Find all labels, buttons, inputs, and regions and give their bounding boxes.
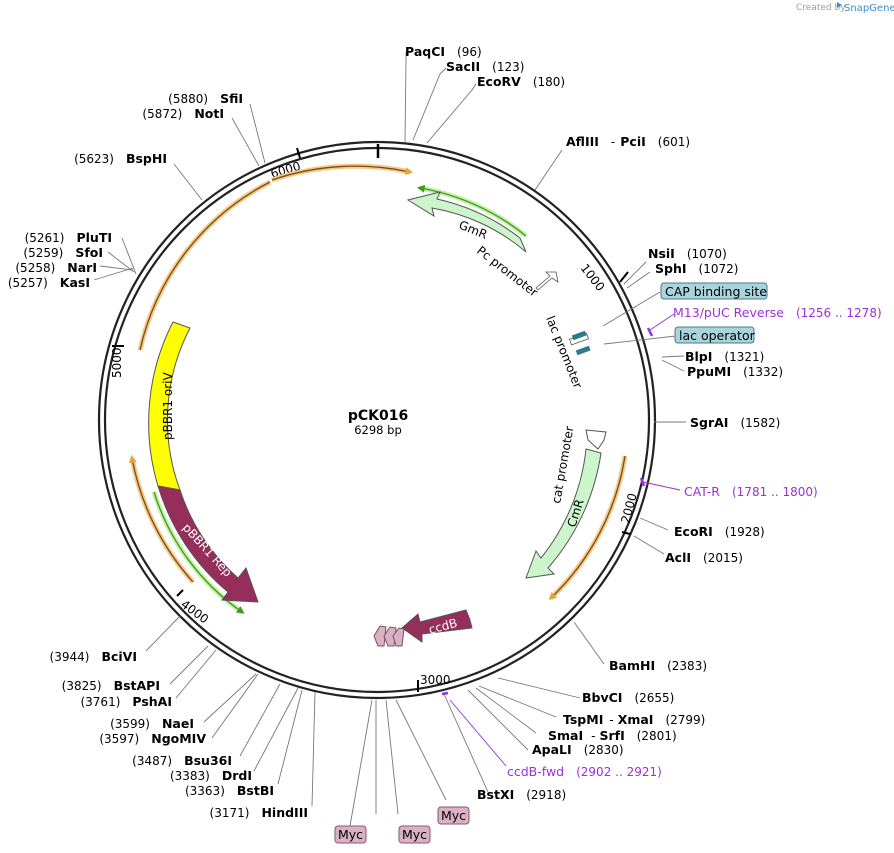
enzyme-label: (5259)SfoI [23,245,103,260]
myc-arrows [373,625,405,647]
tick-marks [112,147,631,692]
myc-label: Myc [402,827,427,842]
enzyme-label: (3599)NaeI [110,716,194,731]
tick-label: 1000 [578,261,608,294]
enzyme-label: (3597)NgoMIV [99,731,206,746]
enzyme-label: (5258)NarI [15,260,97,275]
enzyme-label: TspMI-XmaI(2799) [563,712,705,727]
lac-operator-box: lac operator [674,326,756,344]
enzyme-label: (3761)PshAI [80,694,172,709]
credit-brand: SnapGene [844,3,894,14]
lac-operator-label: lac operator [679,328,756,343]
enzyme-label: AclI(2015) [665,550,743,565]
enzyme-label: EcoRI(1928) [674,524,765,539]
plasmid-name: pCK016 [348,408,408,424]
enzyme-label: BstXI(2918) [477,787,566,802]
lac-promoter: lac promoter [543,314,591,390]
enzyme-label: SgrAI(1582) [690,415,780,430]
myc-box: Myc [334,825,367,844]
enzyme-label: NsiI(1070) [648,246,727,261]
pc-promoter: Pc promoter [474,243,559,300]
orf-arrows [129,163,628,601]
primer-marks [441,327,654,696]
enzyme-label: (3825)BstAPI [62,678,160,693]
myc-box: Myc [398,825,431,844]
enzyme-label: (5872)NotI [142,106,224,121]
enzyme-label: SacII(123) [446,59,524,74]
enzyme-label: (5623)BspHI [74,151,167,166]
enzyme-label: BamHI(2383) [609,658,707,673]
myc-box: Myc [437,806,470,825]
myc-label: Myc [441,808,466,823]
enzyme-label: (3383)DrdI [170,768,252,783]
pbbr1-oriv-feature[interactable]: pBBR1 oriV [148,321,191,491]
myc-leaders [349,699,373,827]
orf-arrows-green [151,184,528,615]
pbbr1-oriv-label: pBBR1 oriV [161,372,175,440]
cap-binding-site-label: CAP binding site [665,284,767,299]
primer-label: CAT-R(1781 .. 1800) [684,484,818,499]
enzyme-label: PpuMI(1332) [687,364,783,379]
ccdb-feature[interactable]: ccdB [401,609,473,643]
primer-label: ccdB-fwd(2902 .. 2921) [507,764,662,779]
enzyme-label: (5880)SfiI [168,91,243,106]
enzyme-label: (3487)Bsu36I [132,753,232,768]
plasmid-length: 6298 bp [354,423,402,437]
primer-label: M13/pUC Reverse(1256 .. 1278) [673,305,882,320]
snapgene-logo-icon [837,2,842,8]
enzyme-label: (3944)BciVI [50,649,137,664]
tick-label: 5000 [110,347,124,378]
enzyme-label: SphI(1072) [655,261,738,276]
enzyme-label: SmaI-SrfI(2801) [548,728,677,743]
enzyme-label: (3171)HindIII [210,805,308,820]
enzyme-leaders [93,52,686,815]
enzyme-label: (5261)PluTI [25,230,112,245]
enzyme-label: BlpI(1321) [685,349,764,364]
enzyme-label: BbvCI(2655) [582,690,674,705]
enzyme-label: (5257)KasI [8,275,90,290]
enzyme-label: AflIII-PciI(601) [566,134,690,149]
enzyme-label: ApaLI(2830) [532,742,624,757]
pc-promoter-label: Pc promoter [474,243,540,299]
cap-binding-site-box: CAP binding site [660,282,768,300]
credit-prefix: Created by [796,3,846,13]
tick-label: 3000 [420,673,451,687]
myc-label: Myc [338,827,363,842]
enzyme-label: (3363)BstBI [185,783,274,798]
enzyme-label: EcoRV(180) [477,74,565,89]
cat-promoter-label: cat promoter [549,425,576,504]
enzyme-label: PaqCI(96) [405,44,482,59]
